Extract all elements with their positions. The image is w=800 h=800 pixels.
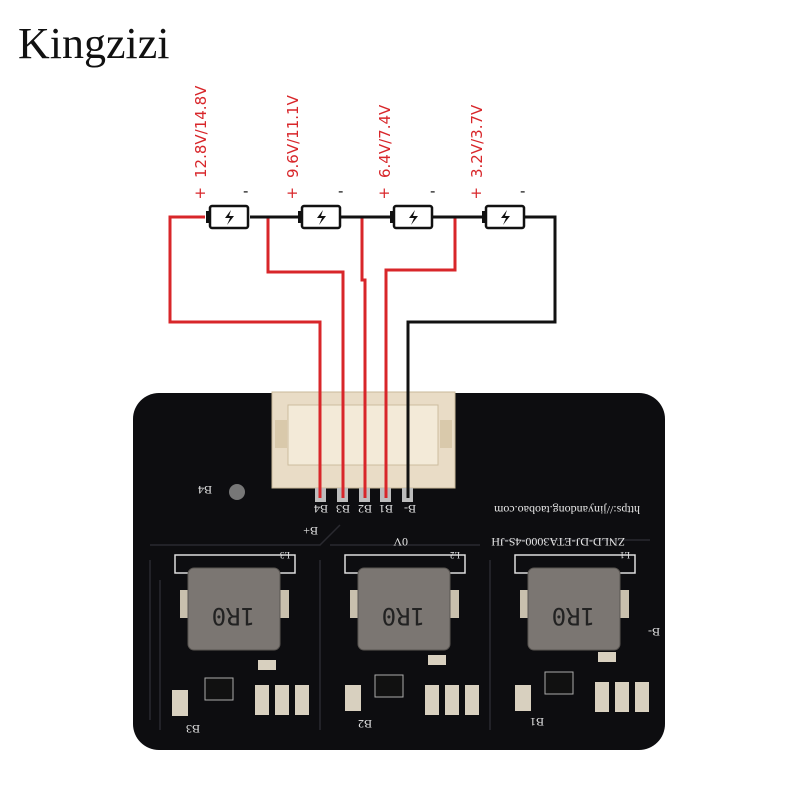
lightning-bolt-icon <box>501 210 510 225</box>
battery-cell <box>390 204 434 230</box>
silk-bminus: B- <box>648 625 660 639</box>
inductor-value: 1R0 <box>382 602 425 630</box>
wire-b4 <box>168 215 322 498</box>
lightning-bolt-icon <box>225 210 234 225</box>
mounting-hole <box>229 484 245 500</box>
inductor-value: 1R0 <box>552 602 595 630</box>
plus-sign: + <box>470 184 483 202</box>
wire-b1 <box>384 217 457 498</box>
minus-sign: - <box>430 182 435 200</box>
silk-pin-b2: B2 <box>358 502 372 516</box>
svg-text:12.8V/14.8V: 12.8V/14.8V <box>192 85 210 178</box>
silk-b2: B2 <box>358 717 372 731</box>
wire-bminus <box>406 215 557 498</box>
silk-l2: L2 <box>450 550 460 560</box>
inductor: 1R0 <box>174 554 296 651</box>
inductor: 1R0 <box>344 554 466 651</box>
voltage-label-1: 12.8V/14.8V + - <box>192 85 248 202</box>
minus-sign: - <box>338 182 343 200</box>
silk-model: ZNLD-DJ-ETA3000-4S-JH <box>491 535 625 549</box>
silk-url: https://jinyandong.taobao.com <box>493 503 640 517</box>
plus-sign: + <box>378 184 391 202</box>
wire-b3 <box>266 217 345 498</box>
silk-l3: L3 <box>280 550 290 560</box>
silk-b4-mark: B4 <box>198 483 212 497</box>
svg-text:6.4V/7.4V: 6.4V/7.4V <box>376 104 394 178</box>
silk-b3: B3 <box>186 722 200 736</box>
battery-cell <box>298 204 342 230</box>
svg-text:9.6V/11.1V: 9.6V/11.1V <box>284 94 302 178</box>
silk-pin-b1: B1 <box>379 502 393 516</box>
battery-cells <box>206 204 526 230</box>
silk-l1: L1 <box>620 550 630 560</box>
battery-cell <box>206 204 250 230</box>
inductor-value: 1R0 <box>212 602 255 630</box>
silk-bplus: B+ <box>303 524 318 538</box>
voltage-label-3: 6.4V/7.4V + - <box>376 104 435 202</box>
brand-watermark: Kingzizi <box>18 19 170 68</box>
lightning-bolt-icon <box>409 210 418 225</box>
svg-text:3.2V/3.7V: 3.2V/3.7V <box>468 104 486 178</box>
battery-cell <box>482 204 526 230</box>
silk-b1: B1 <box>530 715 544 729</box>
silk-0v: 0V <box>393 535 408 549</box>
lightning-bolt-icon <box>317 210 326 225</box>
plus-sign: + <box>194 184 207 202</box>
voltage-label-4: 3.2V/3.7V + - <box>468 104 525 202</box>
silk-pin-b4: B4 <box>314 502 328 516</box>
silk-pin-b3: B3 <box>336 502 350 516</box>
wire-b2 <box>360 217 367 498</box>
plus-sign: + <box>286 184 299 202</box>
voltage-label-2: 9.6V/11.1V + - <box>284 94 343 202</box>
silk-pin-bminus: B- <box>404 502 416 516</box>
minus-sign: - <box>243 182 248 200</box>
inductor: 1R0 <box>514 554 636 651</box>
minus-sign: - <box>520 182 525 200</box>
